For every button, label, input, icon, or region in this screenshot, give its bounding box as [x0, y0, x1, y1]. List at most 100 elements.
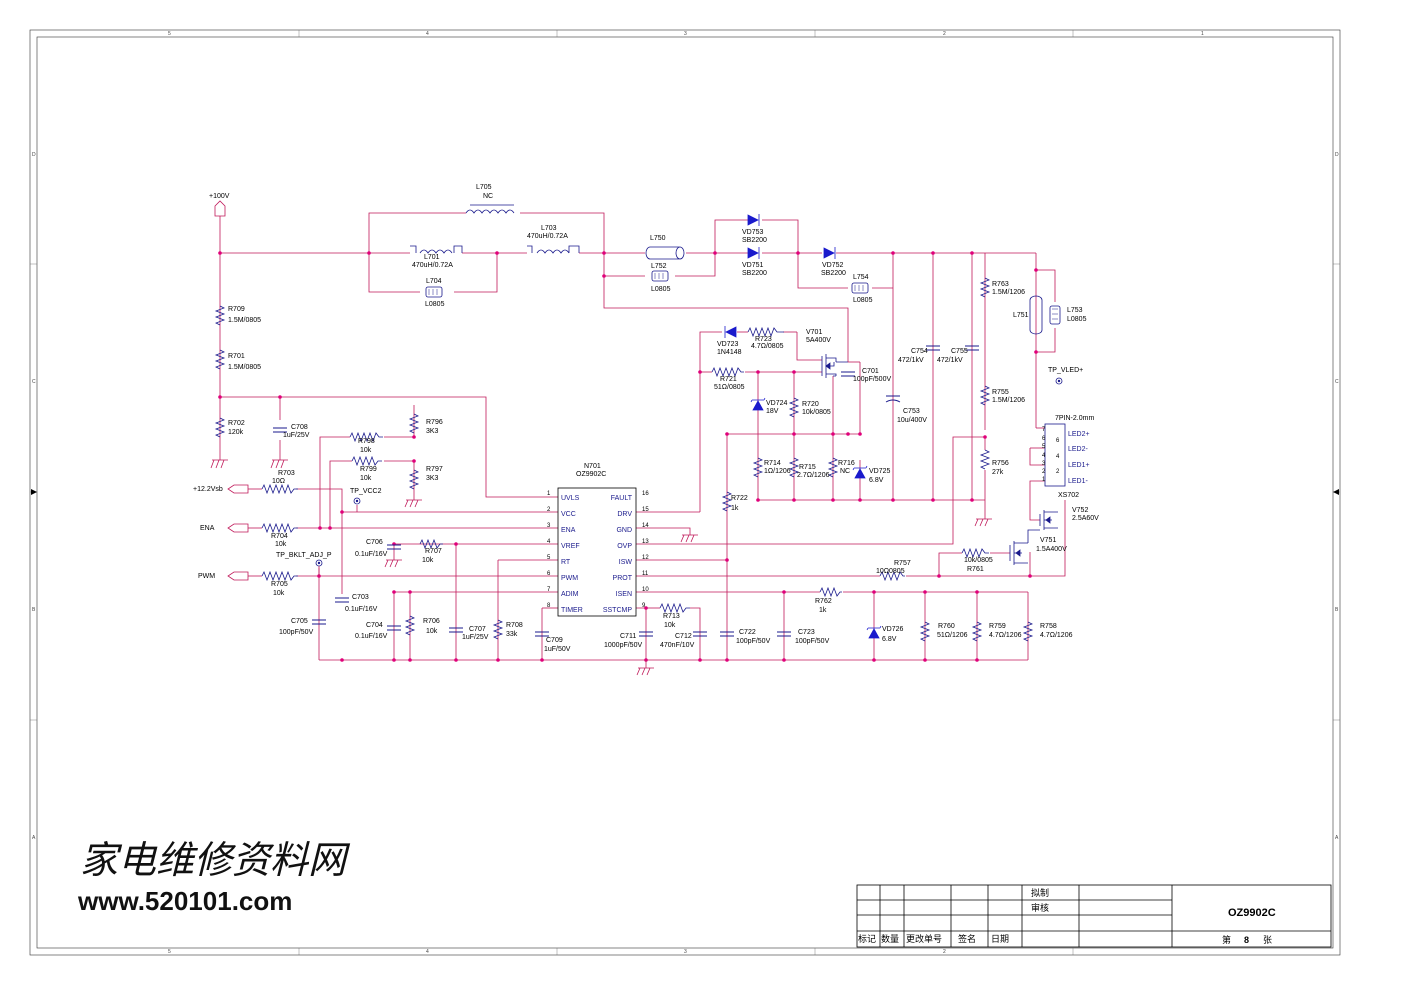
ferrite-l752 — [651, 270, 669, 282]
diode-vd753 — [747, 214, 759, 226]
resistor-r796 — [408, 413, 420, 434]
ref-label: V752 — [1072, 507, 1088, 514]
ground-icon — [680, 534, 698, 543]
ref-label: C712 — [675, 633, 692, 640]
ref-label: L754 — [853, 274, 869, 281]
value-label: 10k — [426, 628, 438, 635]
cap-c754 — [926, 345, 940, 351]
value-label: 470nF/10V — [660, 642, 695, 649]
ref-label: R716 — [838, 460, 855, 467]
col-number: 5 — [168, 31, 171, 37]
ground-icon — [270, 459, 288, 469]
ref-label: VD752 — [822, 262, 844, 269]
pin-number: 6 — [547, 571, 551, 577]
tb-header: 标记 — [858, 933, 876, 944]
resistor-r701 — [214, 349, 226, 370]
ic-left-pin-names: UVLS VCC ENA VREF RT PWM ADIM TIMER — [561, 495, 583, 614]
drawing-title: OZ9902C — [1228, 907, 1276, 919]
ref-label: R714 — [764, 460, 781, 467]
value-label: 0.1uF/16V — [355, 551, 388, 558]
zener-vd726 — [868, 628, 880, 639]
value-label: 1k — [731, 505, 739, 512]
pin-number: 16 — [642, 491, 649, 497]
resistor-r720 — [788, 397, 800, 418]
value-label: 1N4148 — [717, 349, 742, 356]
connector-pin: 2 — [1042, 469, 1046, 475]
resistor-r705 — [261, 570, 298, 582]
value-label: L0805 — [853, 297, 873, 304]
ref-label: R757 — [894, 560, 911, 567]
cap-c722 — [720, 631, 734, 637]
resistor-r722 — [721, 491, 733, 512]
ref-label: R706 — [423, 618, 440, 625]
value-label: 6.8V — [869, 477, 884, 484]
resistor-r707 — [419, 538, 443, 550]
cap-c708 — [273, 427, 287, 433]
watermark-url: www.520101.com — [77, 886, 292, 916]
value-label: 120k — [228, 429, 244, 436]
col-number: 4 — [426, 949, 429, 955]
value-label: L0805 — [1067, 316, 1087, 323]
pin-number: 5 — [547, 555, 551, 561]
ref-label: C707 — [469, 626, 486, 633]
net-label-tp-vcc2: TP_VCC2 — [350, 488, 382, 495]
connector-pin: 6 — [1042, 436, 1046, 442]
ref-label: R720 — [802, 401, 819, 408]
value-label: 10Ω0805 — [876, 568, 905, 575]
inductor-l703 — [527, 245, 580, 254]
frame-row-letters-left: D C B A — [32, 152, 36, 841]
connector-pin: 5 — [1042, 444, 1046, 450]
value-label: 18V — [766, 408, 779, 415]
resistor-r798 — [349, 431, 383, 443]
connector-title: 7PIN-2.0mm — [1055, 415, 1094, 422]
ref-label: VD753 — [742, 229, 764, 236]
ref-label: V701 — [806, 329, 822, 336]
value-label: 3K3 — [426, 475, 439, 482]
ref-label: VD724 — [766, 400, 788, 407]
value-label: 1Ω/1206 — [764, 468, 791, 475]
connector-pin: 3 — [1042, 461, 1046, 467]
value-label: 2.7Ω/1206 — [797, 472, 830, 479]
ic-ref: N701 — [584, 463, 601, 470]
tb-header: 签名 — [958, 933, 976, 944]
port-pwm-icon — [227, 571, 249, 581]
ref-label: R796 — [426, 419, 443, 426]
net-label-pwm: PWM — [198, 573, 215, 580]
value-label: 6.8V — [882, 636, 897, 643]
connector-pin: 1 — [1042, 477, 1046, 483]
tb-header: 日期 — [991, 934, 1009, 944]
connector-pin: 2 — [1056, 469, 1060, 475]
resistor-r723 — [747, 326, 784, 338]
connector-pin: 7 — [1042, 427, 1046, 433]
col-number: 1 — [1201, 31, 1204, 37]
inductor-l701 — [410, 245, 463, 254]
ref-label: R797 — [426, 466, 443, 473]
ref-label: C711 — [620, 633, 636, 640]
value-label: 100pF/50V — [736, 638, 771, 645]
resistor-r759 — [971, 621, 983, 642]
ref-label: R709 — [228, 306, 245, 313]
resistor-r755 — [979, 385, 991, 406]
pin-number: 11 — [642, 571, 649, 577]
zener-vd725 — [854, 468, 866, 479]
ref-label: R798 — [358, 438, 375, 445]
tb-role: 审核 — [1031, 902, 1049, 913]
resistor-r762 — [819, 586, 842, 598]
row-letter: D — [32, 152, 36, 158]
ground-icon — [974, 518, 992, 527]
pin-number: 4 — [547, 539, 551, 545]
ref-label: L750 — [650, 235, 666, 242]
ref-label: R705 — [271, 581, 288, 588]
diode-vd752 — [823, 247, 835, 259]
value-label: 10k/0805 — [802, 409, 831, 416]
value-label: SB2200 — [742, 270, 767, 277]
row-letter: C — [1335, 379, 1339, 385]
diodes — [724, 214, 882, 639]
value-label: 10k — [422, 557, 434, 564]
cap-c711 — [639, 631, 653, 637]
pin-number: 12 — [642, 555, 649, 561]
resistor-r761 — [961, 547, 989, 559]
resistor-r716 — [827, 457, 839, 478]
ref-label: R715 — [799, 464, 816, 471]
port-12v-icon — [227, 484, 249, 494]
